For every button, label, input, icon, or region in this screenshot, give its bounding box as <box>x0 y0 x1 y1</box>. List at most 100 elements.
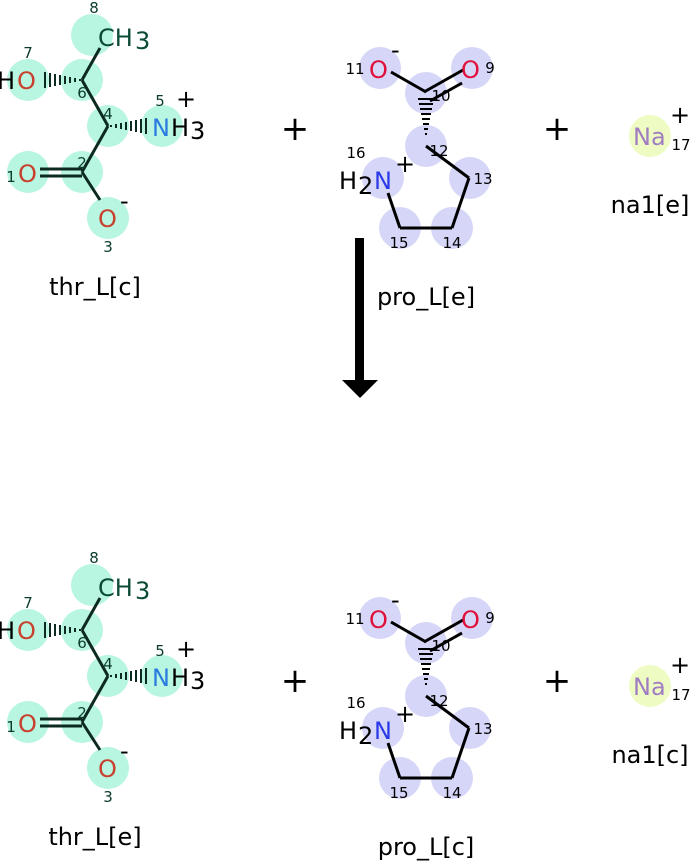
atom-label-n: N <box>374 167 392 195</box>
charge-plus: + <box>176 635 196 663</box>
reactant-name: thr_L[c] <box>49 273 141 301</box>
proline-molecule: 11 O - O 9 10 12 16 H 2 N + 13 15 14 <box>339 36 495 252</box>
atom-number: 2 <box>77 704 87 722</box>
charge-plus: + <box>395 700 415 728</box>
atom-number: 2 <box>77 154 87 172</box>
product-name: na1[c] <box>611 741 688 769</box>
charge-minus: - <box>120 187 129 215</box>
sodium-ion: Na + 17 <box>629 651 691 707</box>
charge-minus: - <box>391 36 400 64</box>
atom-highlights <box>359 47 493 249</box>
atom-number: 17 <box>671 686 690 704</box>
threonine-molecule: 8 CH 3 7 H O 6 4 5 N H 3 + 1 O 2 O - 3 <box>0 549 205 806</box>
atom-label-ch: CH <box>98 24 133 52</box>
atom-label-o: O <box>369 56 388 84</box>
subscript: 3 <box>135 27 150 55</box>
atom-label-n: N <box>152 114 170 142</box>
charge-plus: + <box>395 150 415 178</box>
hash-wedge-bond <box>418 648 434 685</box>
atom-number: 10 <box>431 87 450 105</box>
atom-number: 16 <box>346 694 365 712</box>
atom-number: 12 <box>429 142 448 160</box>
atom-label-h: H <box>339 167 357 195</box>
atom-highlight <box>629 115 671 157</box>
atom-number: 4 <box>103 105 113 123</box>
sodium-ion: Na + 17 <box>629 101 691 157</box>
atom-label-n: N <box>152 664 170 692</box>
bonds <box>386 68 471 230</box>
atom-number: 3 <box>103 788 113 806</box>
product-name: thr_L[e] <box>48 823 141 851</box>
atom-label-o: O <box>18 710 37 738</box>
atom-label-h: H <box>0 617 15 645</box>
atom-number: 8 <box>89 0 99 17</box>
atom-number: 11 <box>345 610 364 628</box>
charge-minus: - <box>120 737 129 765</box>
atom-label-o: O <box>18 160 37 188</box>
atom-number: 15 <box>389 234 408 252</box>
atom-number: 1 <box>6 168 16 186</box>
atom-number: 16 <box>346 144 365 162</box>
plus-sign: + <box>281 661 310 701</box>
atom-number: 13 <box>473 170 492 188</box>
atom-highlights <box>7 564 183 789</box>
atom-number: 5 <box>155 642 165 660</box>
atom-number: 12 <box>429 692 448 710</box>
atom-label-o: O <box>98 205 117 233</box>
bonds <box>40 47 110 201</box>
atom-label-na: Na <box>633 123 666 151</box>
atom-number: 6 <box>77 84 87 102</box>
atom-label-ch: CH <box>98 574 133 602</box>
atom-label-h: H <box>171 114 189 142</box>
products: 8 CH 3 7 H O 6 4 5 N H 3 + 1 O 2 O - 3 <box>0 549 691 806</box>
atom-label-o: O <box>17 617 36 645</box>
atom-highlight <box>629 665 671 707</box>
atom-number: 9 <box>485 609 495 627</box>
atom-label-n: N <box>374 717 392 745</box>
atom-number: 13 <box>473 720 492 738</box>
plus-sign: + <box>543 109 572 149</box>
atom-label-h: H <box>0 67 15 95</box>
charge-plus: + <box>670 651 690 679</box>
hash-wedge-bonds <box>44 622 147 684</box>
plus-sign: + <box>543 661 572 701</box>
atom-number: 1 <box>6 718 16 736</box>
threonine-molecule: 8 CH 3 7 H O 6 4 5 N H 3 + 1 O 2 O - 3 <box>0 0 205 256</box>
subscript: 3 <box>190 667 205 695</box>
atom-number: 6 <box>77 634 87 652</box>
atom-number: 9 <box>485 59 495 77</box>
atom-number: 8 <box>89 549 99 567</box>
bonds <box>40 597 110 751</box>
atom-number: 14 <box>442 784 461 802</box>
atom-label-h: H <box>171 664 189 692</box>
atom-number: 7 <box>23 44 33 62</box>
atom-number: 17 <box>671 136 690 154</box>
charge-plus: + <box>176 85 196 113</box>
charge-plus: + <box>670 101 690 129</box>
atom-number: 4 <box>103 655 113 673</box>
subscript: 3 <box>190 117 205 145</box>
bonds <box>386 618 471 780</box>
atom-number: 10 <box>431 637 450 655</box>
atom-number: 15 <box>389 784 408 802</box>
atom-label-o: O <box>461 56 480 84</box>
subscript: 3 <box>135 577 150 605</box>
plus-sign: + <box>281 109 310 149</box>
proline-molecule: 11 O - O 9 10 12 16 H 2 N + 13 15 14 <box>339 586 495 802</box>
atom-label-o: O <box>17 67 36 95</box>
atom-number: 7 <box>23 594 33 612</box>
atom-label-o: O <box>98 755 117 783</box>
atom-number: 3 <box>103 238 113 256</box>
atom-label-o: O <box>369 606 388 634</box>
atom-number: 5 <box>155 92 165 110</box>
atom-number: 11 <box>345 60 364 78</box>
reaction-arrow-icon <box>342 238 378 398</box>
reactant-name: pro_L[e] <box>377 283 475 311</box>
product-name: pro_L[c] <box>378 833 475 861</box>
hash-wedge-bond <box>418 98 434 135</box>
subscript: 2 <box>358 722 373 750</box>
charge-minus: - <box>391 586 400 614</box>
atom-label-o: O <box>461 606 480 634</box>
subscript: 2 <box>358 172 373 200</box>
